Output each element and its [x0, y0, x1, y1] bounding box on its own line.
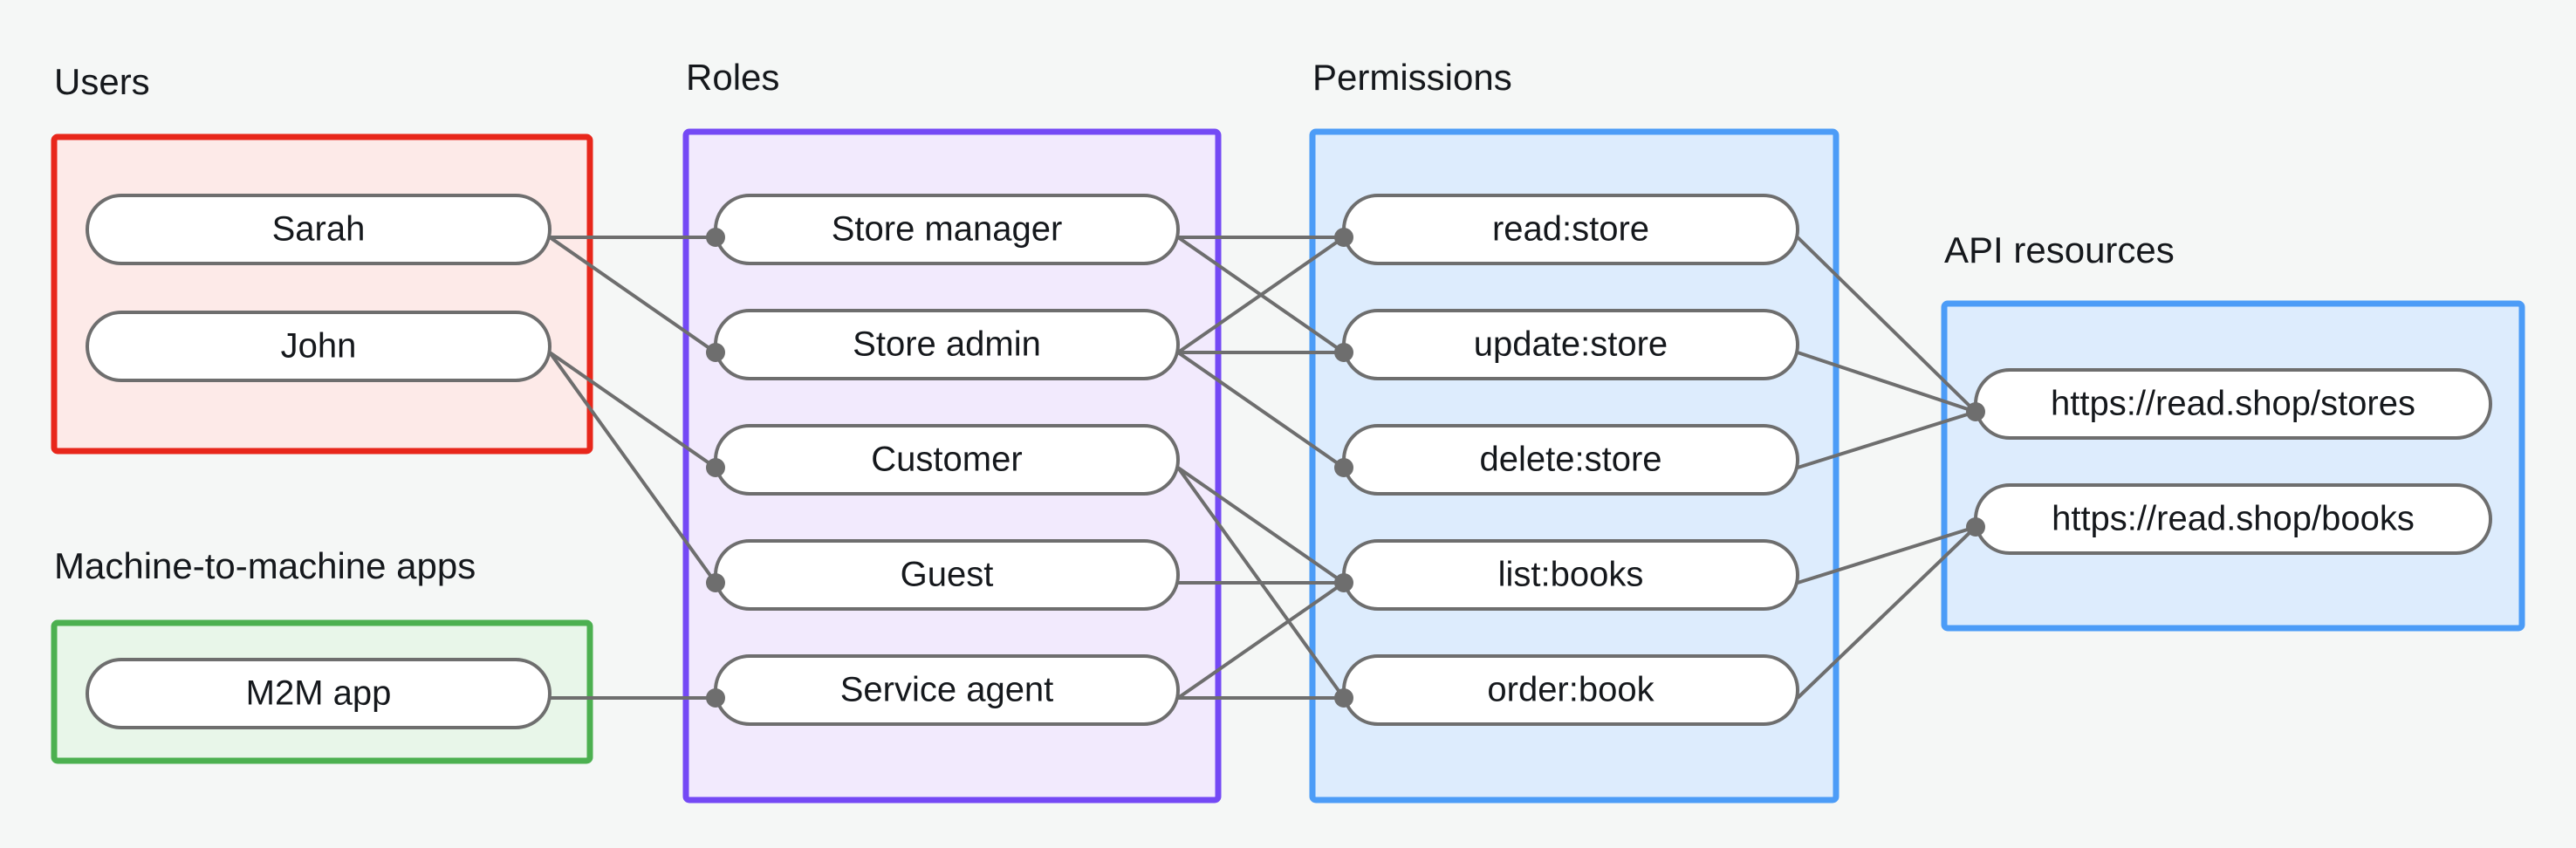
node-delete-store[interactable]: delete:store	[1342, 424, 1799, 496]
node-label-read-store: read:store	[1492, 210, 1649, 249]
port-dot-https-read-shop-stores	[1966, 402, 1985, 421]
edge-delete-store-to-https-read-shop-stores	[1797, 410, 1977, 469]
node-label-store-manager: Store manager	[832, 210, 1063, 249]
node-john[interactable]: John	[86, 311, 552, 382]
node-label-sarah: Sarah	[272, 210, 366, 249]
edge-service-agent-to-list-books	[1176, 581, 1346, 700]
group-label-permissions: Permissions	[1312, 57, 1512, 98]
connector-edges	[548, 236, 1977, 700]
node-m2m-app[interactable]: M2M app	[86, 658, 552, 729]
port-dot-guest	[706, 573, 725, 592]
node-shape-john	[86, 311, 552, 382]
port-dot-update-store	[1334, 343, 1353, 362]
port-dot-customer	[706, 458, 725, 477]
node-sarah[interactable]: Sarah	[86, 194, 552, 265]
group-label-api: API resources	[1944, 229, 2175, 270]
node-list-books[interactable]: list:books	[1342, 539, 1799, 611]
node-label-john: John	[281, 327, 357, 366]
node-label-https-read-shop-books: https://read.shop/books	[2052, 500, 2415, 538]
group-label-users: Users	[54, 61, 150, 102]
node-customer[interactable]: Customer	[714, 424, 1180, 496]
node-service-agent[interactable]: Service agent	[714, 654, 1180, 726]
node-label-m2m-app: M2M app	[246, 674, 392, 713]
node-read-store[interactable]: read:store	[1342, 194, 1799, 265]
node-label-https-read-shop-stores: https://read.shop/stores	[2051, 385, 2415, 423]
node-label-service-agent: Service agent	[840, 671, 1054, 709]
edge-store-admin-to-read-store	[1176, 236, 1346, 354]
node-label-order-book: order:book	[1487, 671, 1655, 709]
edge-john-to-customer	[548, 351, 717, 469]
port-dot-delete-store	[1334, 458, 1353, 477]
connector-ports	[706, 228, 1985, 708]
node-store-manager[interactable]: Store manager	[714, 194, 1180, 265]
node-https-read-shop-books[interactable]: https://read.shop/books	[1974, 483, 2492, 555]
port-dot-store-admin	[706, 343, 725, 362]
node-label-list-books: list:books	[1498, 556, 1644, 594]
edge-john-to-guest	[548, 351, 717, 585]
group-container-api	[1941, 300, 2525, 632]
node-store-admin[interactable]: Store admin	[714, 309, 1180, 380]
node-update-store[interactable]: update:store	[1342, 309, 1799, 380]
port-dot-order-book	[1334, 688, 1353, 708]
port-dot-store-manager	[706, 228, 725, 247]
edge-sarah-to-store-admin	[548, 236, 717, 354]
group-container-users	[51, 133, 593, 455]
port-dot-read-store	[1334, 228, 1353, 247]
node-label-guest: Guest	[901, 556, 994, 594]
node-shape-m2m-app	[86, 658, 552, 729]
edge-store-admin-to-delete-store	[1176, 351, 1346, 469]
node-order-book[interactable]: order:book	[1342, 654, 1799, 726]
edge-customer-to-list-books	[1176, 466, 1346, 585]
edge-update-store-to-https-read-shop-stores	[1797, 351, 1977, 414]
node-label-store-admin: Store admin	[853, 325, 1041, 364]
node-https-read-shop-stores[interactable]: https://read.shop/stores	[1974, 368, 2492, 440]
edge-order-book-to-https-read-shop-books	[1796, 525, 1977, 700]
node-shape-sarah	[86, 194, 552, 265]
node-label-delete-store: delete:store	[1479, 441, 1661, 479]
group-label-roles: Roles	[686, 57, 779, 98]
node-label-update-store: update:store	[1474, 325, 1668, 364]
port-dot-https-read-shop-books	[1966, 517, 1985, 537]
port-dot-service-agent	[706, 688, 725, 708]
node-label-customer: Customer	[871, 441, 1022, 479]
group-label-m2m: Machine-to-machine apps	[54, 545, 476, 586]
node-guest[interactable]: Guest	[714, 539, 1180, 611]
port-dot-list-books	[1334, 573, 1353, 592]
edge-list-books-to-https-read-shop-books	[1797, 525, 1977, 585]
edge-read-store-to-https-read-shop-stores	[1796, 236, 1977, 414]
